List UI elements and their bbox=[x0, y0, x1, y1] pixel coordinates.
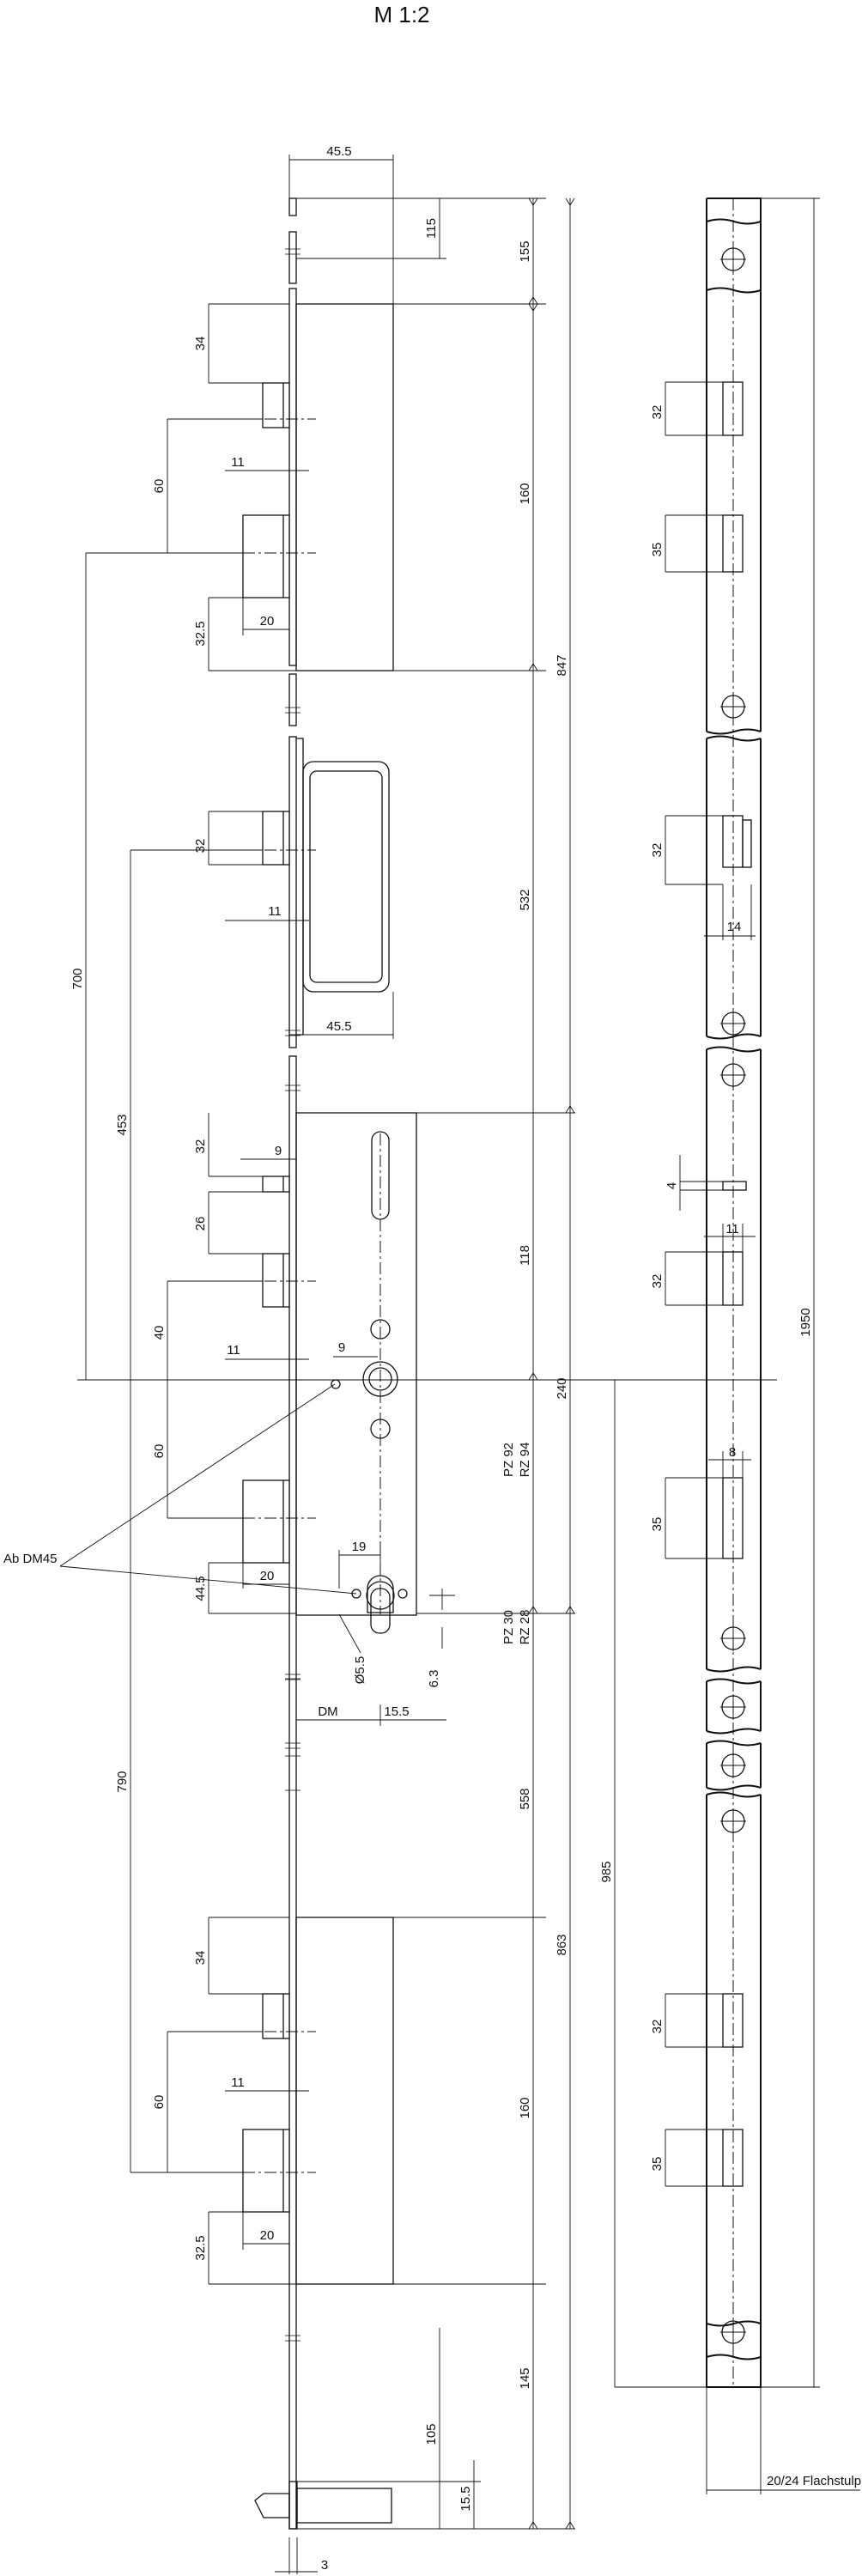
dim-11-top: 11 bbox=[231, 455, 245, 470]
dim-9-main: 9 bbox=[275, 1144, 282, 1158]
dim-11-main: 11 bbox=[227, 1343, 240, 1358]
dim-26-main: 26 bbox=[193, 1217, 208, 1231]
dim-15-5-dm: 15.5 bbox=[384, 1704, 409, 1719]
dim-11-bot: 11 bbox=[231, 2075, 245, 2090]
label-flachstulp: 20/24 Flachstulp bbox=[767, 2474, 861, 2488]
dim-r35-a: 35 bbox=[650, 543, 665, 557]
hook-lock-case bbox=[222, 738, 390, 1036]
dim-145: 145 bbox=[518, 2367, 532, 2389]
main-lock-case bbox=[222, 1112, 417, 1634]
label-rz28: RZ 28 bbox=[518, 1610, 532, 1645]
dim-847: 847 bbox=[555, 654, 569, 676]
dim-240: 240 bbox=[555, 1377, 569, 1399]
dim-r32-a: 32 bbox=[650, 405, 665, 420]
dim-dm: DM bbox=[318, 1704, 337, 1719]
top-lock-case bbox=[222, 303, 394, 671]
dim-790: 790 bbox=[115, 1771, 130, 1792]
right-faceplate bbox=[706, 197, 762, 2388]
profile-detail bbox=[254, 2481, 392, 2530]
dim-r8: 8 bbox=[729, 1445, 736, 1460]
dim-34-top: 34 bbox=[193, 337, 208, 351]
dim-863: 863 bbox=[555, 1934, 569, 1955]
dim-985: 985 bbox=[599, 1861, 614, 1882]
dim-160-bot: 160 bbox=[518, 2097, 532, 2118]
scale-title: M 1:2 bbox=[373, 2, 429, 27]
dim-453: 453 bbox=[115, 1114, 130, 1135]
dim-118: 118 bbox=[518, 1245, 532, 1266]
dim-32-5-top: 32.5 bbox=[193, 621, 208, 646]
label-pz92: PZ 92 bbox=[501, 1443, 516, 1477]
dim-20-main: 20 bbox=[260, 1569, 275, 1583]
dim-40-main: 40 bbox=[152, 1326, 167, 1340]
dim-160-top: 160 bbox=[518, 483, 532, 504]
dim-32-main: 32 bbox=[193, 1139, 208, 1154]
dim-32-5-bot: 32.5 bbox=[193, 2235, 208, 2260]
dim-60-bot: 60 bbox=[152, 2095, 167, 2110]
dim-r11: 11 bbox=[725, 1222, 739, 1236]
dim-20-bot: 20 bbox=[260, 2228, 275, 2243]
dim-r32-b: 32 bbox=[650, 843, 665, 858]
dim-r35-b: 35 bbox=[650, 1517, 665, 1532]
dim-20-top: 20 bbox=[260, 614, 275, 629]
dim-558: 558 bbox=[518, 1788, 532, 1809]
dim-r35-c: 35 bbox=[650, 2157, 665, 2172]
dim-9-follower: 9 bbox=[338, 1340, 345, 1355]
dim-60-main: 60 bbox=[152, 1444, 167, 1459]
dim-115: 115 bbox=[424, 218, 439, 239]
label-pz30: PZ 30 bbox=[501, 1610, 516, 1644]
bottom-lock-case bbox=[222, 1917, 394, 2285]
dim-700: 700 bbox=[70, 968, 85, 989]
dim-mid-width: 45.5 bbox=[326, 1019, 351, 1034]
dim-60-top: 60 bbox=[152, 479, 167, 494]
dim-11-hook: 11 bbox=[268, 904, 282, 919]
dim-6-3: 6.3 bbox=[427, 1670, 441, 1688]
dim-155: 155 bbox=[518, 240, 532, 262]
dim-r4: 4 bbox=[665, 1182, 679, 1189]
dim-top-width: 45.5 bbox=[326, 144, 351, 159]
dim-19-cyl: 19 bbox=[352, 1540, 367, 1554]
dim-r32-d: 32 bbox=[650, 2020, 665, 2034]
callout-ab-dm45: Ab DM45 bbox=[3, 1552, 58, 1566]
dim-34-bot: 34 bbox=[193, 1951, 208, 1965]
faceplate-slots bbox=[722, 198, 752, 2387]
dim-532: 532 bbox=[518, 889, 532, 910]
dim-diameter: Ø5.5 bbox=[353, 1656, 367, 1685]
dim-44-5-main: 44.5 bbox=[193, 1576, 208, 1601]
dim-105: 105 bbox=[424, 2423, 439, 2445]
dim-small-15-5: 15.5 bbox=[458, 2486, 473, 2511]
dim-small-3: 3 bbox=[321, 2558, 328, 2573]
dim-1950: 1950 bbox=[798, 1308, 813, 1336]
dim-r14: 14 bbox=[727, 920, 742, 934]
dim-32-hook: 32 bbox=[193, 839, 208, 854]
dim-r32-c: 32 bbox=[650, 1274, 665, 1289]
label-rz94: RZ 94 bbox=[518, 1443, 532, 1478]
